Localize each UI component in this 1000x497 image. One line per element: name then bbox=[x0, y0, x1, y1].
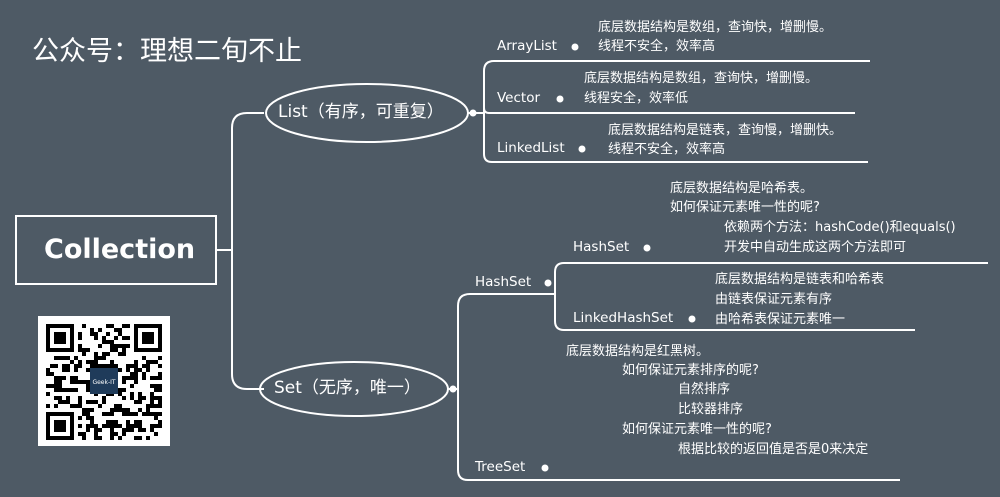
set-node-label: Set（无序，唯一） bbox=[274, 378, 421, 398]
vector-note-2: 线程安全，效率低 bbox=[584, 91, 689, 106]
linkedlist-note-2: 线程不安全，效率高 bbox=[608, 142, 726, 157]
page-title: 公众号：理想二旬不止 bbox=[32, 36, 302, 67]
leaf-linkedlist: LinkedList bbox=[497, 140, 565, 156]
leaf-treeset: TreeSet bbox=[475, 459, 526, 475]
hashset-note-2: 如何保证元素唯一性的呢? bbox=[670, 200, 820, 215]
list-node-label: List（有序，可重复） bbox=[278, 102, 444, 122]
treeset-note-2: 如何保证元素排序的呢? bbox=[622, 363, 759, 378]
vector-note-1: 底层数据结构是数组，查询快，增删慢。 bbox=[584, 71, 819, 86]
linkedhashset-note-3: 由哈希表保证元素唯一 bbox=[715, 312, 846, 327]
treeset-note-6: 根据比较的返回值是否是0来决定 bbox=[678, 442, 869, 457]
connector-root-set bbox=[216, 249, 264, 390]
leaf-hashset: HashSet bbox=[573, 239, 630, 255]
leaf-vector: Vector bbox=[497, 90, 541, 106]
qr-code: Geek-IT bbox=[38, 316, 170, 446]
arraylist-note-2: 线程不安全，效率高 bbox=[598, 39, 716, 54]
hashset-note-3: 依赖两个方法：hashCode()和equals() bbox=[724, 220, 956, 235]
root-node-label: Collection bbox=[44, 234, 196, 265]
linkedhashset-note-2: 由链表保证元素有序 bbox=[715, 292, 833, 307]
arraylist-note-1: 底层数据结构是数组，查询快，增删慢。 bbox=[598, 20, 833, 35]
connector-set-children bbox=[448, 293, 552, 390]
treeset-note-3: 自然排序 bbox=[678, 382, 731, 397]
linkedhashset-note-1: 底层数据结构是链表和哈希表 bbox=[715, 272, 885, 287]
treeset-note-5: 如何保证元素唯一性的呢? bbox=[622, 422, 772, 437]
leaf-hashset-group: HashSet bbox=[475, 274, 532, 290]
leaf-arraylist: ArrayList bbox=[497, 38, 557, 54]
treeset-note-4: 比较器排序 bbox=[678, 402, 744, 417]
qr-logo-text: Geek-IT bbox=[92, 379, 115, 386]
connector-list-children bbox=[468, 60, 870, 114]
hashset-note-4: 开发中自动生成这两个方法即可 bbox=[724, 240, 907, 255]
connector-root-list bbox=[216, 112, 264, 251]
treeset-note-1: 底层数据结构是红黑树。 bbox=[566, 344, 710, 359]
linkedlist-note-1: 底层数据结构是链表，查询慢，增删快。 bbox=[608, 123, 843, 138]
leaf-linkedhashset: LinkedHashSet bbox=[573, 310, 674, 326]
hashset-note-1: 底层数据结构是哈希表。 bbox=[670, 181, 814, 196]
connector-hashset-children bbox=[552, 262, 988, 295]
